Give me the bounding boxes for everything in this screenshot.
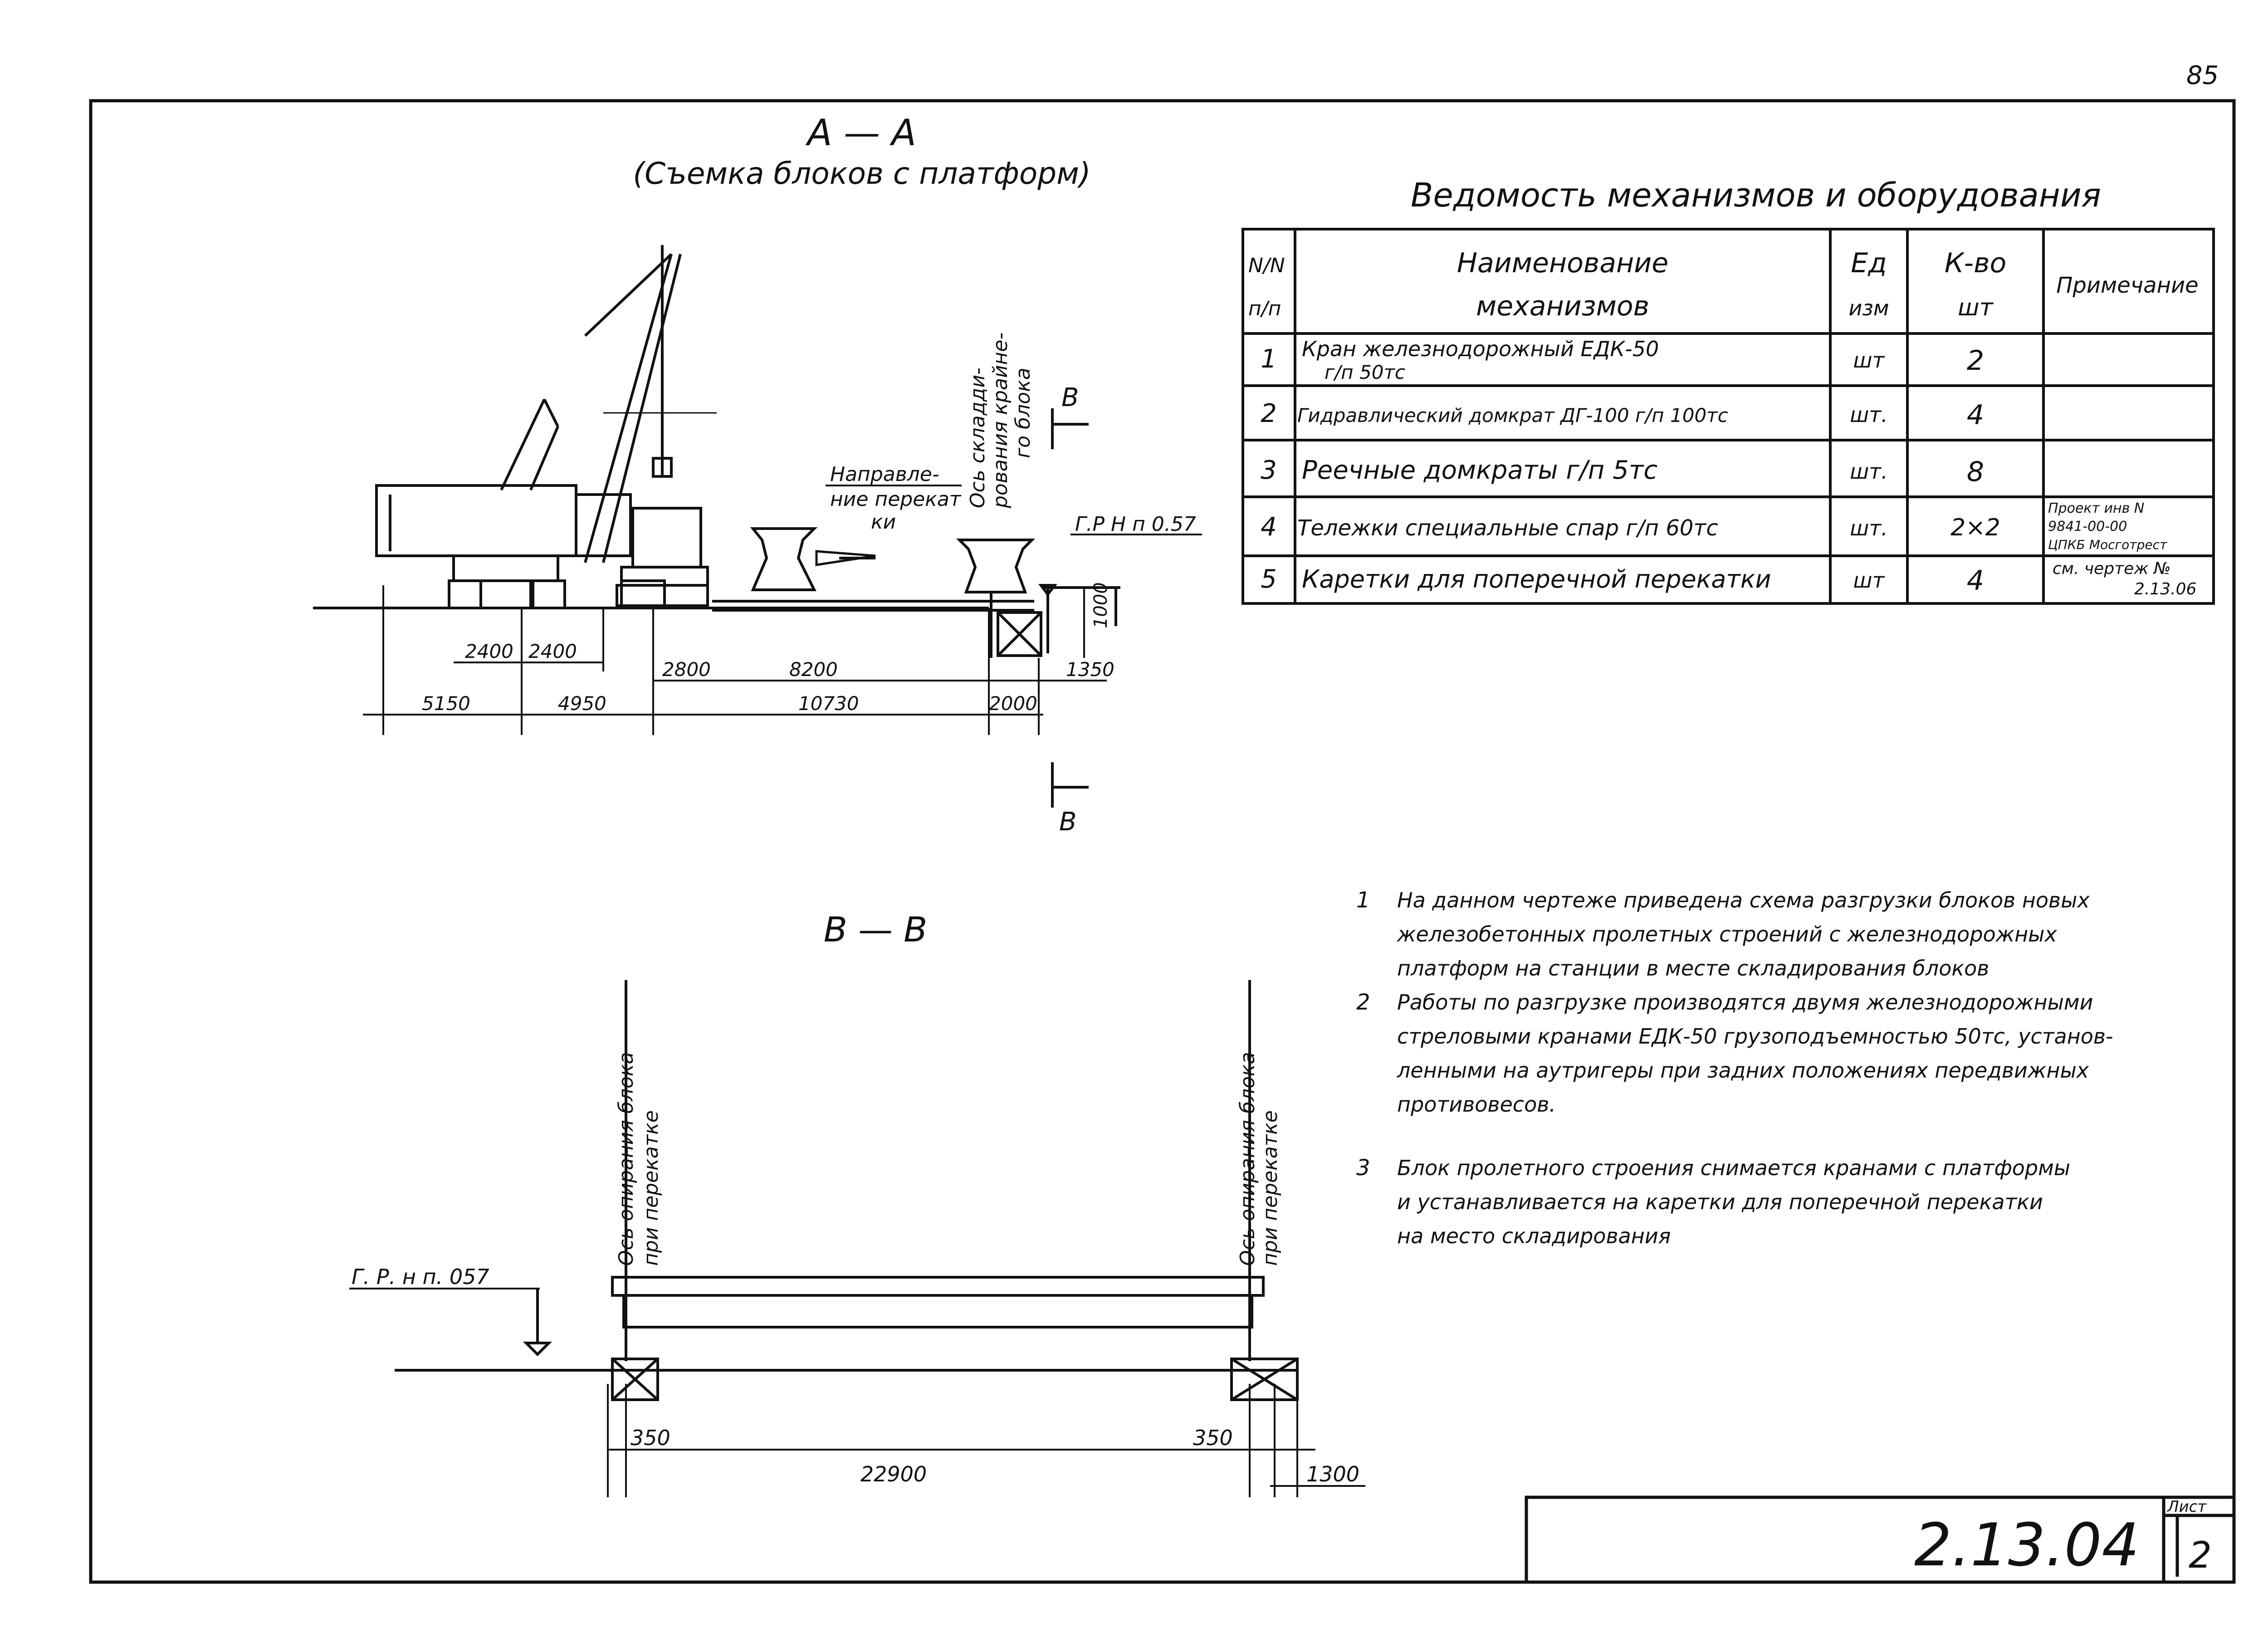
doc-number: 2.13.04 (1914, 1510, 2139, 1579)
railway-crane-drawing (375, 245, 709, 609)
dim-1350: 1350 (1066, 658, 1114, 681)
row-5-num: 5 (1261, 564, 1277, 594)
header-unit-1: Ед (1851, 247, 1887, 279)
section-bb-title: В — В (824, 909, 928, 950)
equipment-table: Ведомость механизмов и оборудования N/N … (1242, 176, 2215, 605)
direction-label-1: Направле- (830, 463, 939, 486)
axis-right-line-1: Ось опирания блока (1236, 1052, 1259, 1266)
row-3-qty: 8 (1967, 456, 1984, 488)
dim-22900: 22900 (860, 1462, 927, 1486)
section-aa-title: А — А (805, 112, 916, 154)
dim-2400-a: 2400 (465, 640, 513, 662)
row-2-num: 2 (1261, 399, 1277, 428)
row-3-name-1: Реечные домкраты г/п 5тс (1302, 456, 1657, 485)
dim-8200: 8200 (789, 658, 838, 681)
note-3-line-3: на место складирования (1397, 1224, 1671, 1248)
header-name-1: Наименование (1457, 247, 1668, 279)
track-and-ground (313, 584, 1120, 657)
row-3-num: 3 (1261, 456, 1277, 485)
row-5-note-2: 2.13.06 (2134, 580, 2196, 598)
title-block: 2.13.04 Лист 2 (1525, 1495, 2236, 1584)
row-5-note-1: см. чертеж № (2053, 559, 2171, 578)
dimension-lines-aa (363, 585, 1107, 735)
header-unit-2: изм (1848, 296, 1889, 320)
row-2-name-1: Гидравлический домкрат ДГ-100 г/п 100тс (1297, 404, 1728, 426)
notes: 1 На данном чертеже приведена схема разг… (1356, 887, 2113, 1248)
row-2-qty: 4 (1967, 399, 1984, 431)
dim-2800: 2800 (662, 658, 711, 681)
note-2-line-4: противовесов. (1397, 1092, 1556, 1117)
grade-label-aa: Г.Р Н п 0.57 (1075, 513, 1196, 536)
direction-label-3: ки (871, 510, 896, 534)
sheet-frame (89, 99, 2236, 1584)
header-note: Примечание (2056, 273, 2198, 298)
span-block-drawing (395, 980, 1299, 1401)
sheet-number: 2 (2189, 1534, 2212, 1576)
section-marks (1051, 408, 1089, 808)
dim-1300: 1300 (1306, 1462, 1359, 1486)
note-3-line-2: и устанавливается на каретки для попереч… (1397, 1190, 2043, 1214)
row-1-name-1: Кран железнодорожный ЕДК-50 (1302, 337, 1659, 361)
note-3-num: 3 (1356, 1155, 1370, 1181)
section-bb: В — В Ось опирания блока при перекатке О… (349, 909, 1365, 1497)
header-num-1: N/N (1248, 254, 1285, 277)
header-num-2: п/п (1248, 297, 1281, 320)
dim-5150: 5150 (422, 692, 470, 715)
note-1-line-1: На данном чертеже приведена схема разгру… (1397, 888, 2090, 912)
row-1-unit: шт (1853, 348, 1885, 373)
row-1-num: 1 (1261, 344, 1277, 374)
row-5-qty: 4 (1967, 565, 1984, 597)
row-4-qty: 2×2 (1950, 514, 2000, 541)
note-2-line-1: Работы по разгрузке производятся двумя ж… (1397, 990, 2093, 1015)
section-aa: А — А (Съемка блоков с платформ) (313, 112, 1202, 837)
note-1-line-3: платформ на станции в месте складировани… (1397, 956, 1989, 980)
section-mark-bottom: В (1059, 807, 1076, 837)
dim-4950: 4950 (558, 692, 606, 715)
row-3-unit: шт. (1850, 459, 1888, 484)
axis-left-line-2: при перекатке (640, 1110, 663, 1266)
row-4-note-1: Проект инв N (2048, 500, 2144, 516)
row-4-name-1: Тележки специальные спар г/п 60тс (1297, 515, 1718, 541)
dimension-lines-bb (607, 1384, 1365, 1497)
note-1-num: 1 (1356, 887, 1370, 913)
row-1-name-2: г/п 50тс (1325, 361, 1405, 383)
dim-1000: 1000 (1090, 582, 1111, 628)
section-mark-top: В (1061, 383, 1079, 412)
sheet-label: Лист (2166, 1498, 2207, 1516)
row-4-num: 4 (1261, 512, 1277, 542)
row-4-note-3: ЦПКБ Мосготрест (2048, 537, 2167, 552)
table-title: Ведомость механизмов и оборудования (1411, 176, 2101, 214)
header-qty-2: шт (1958, 294, 1994, 321)
row-1-qty: 2 (1967, 345, 1984, 377)
row-2-unit: шт. (1850, 402, 1888, 427)
section-aa-subtitle: (Съемка блоков с платформ) (633, 156, 1090, 191)
axis-label-3: го блока (1012, 368, 1035, 458)
note-2-line-3: ленными на аутригеры при задних положени… (1397, 1058, 2089, 1083)
transport-car-drawing (603, 412, 1036, 658)
row-5-unit: шт (1853, 568, 1885, 593)
dim-2400-b: 2400 (528, 640, 577, 662)
row-4-unit: шт. (1850, 516, 1888, 540)
row-4-note-2: 9841-00-00 (2048, 519, 2127, 534)
dim-350-b: 350 (1193, 1426, 1233, 1450)
axis-label-2: рования крайне- (989, 333, 1012, 509)
note-1-line-2: железобетонных пролетных строений с желе… (1397, 922, 2058, 946)
note-2-num: 2 (1356, 990, 1370, 1015)
dim-2000: 2000 (989, 692, 1037, 715)
note-3-line-1: Блок пролетного строения снимается крана… (1397, 1156, 2070, 1180)
dim-10730: 10730 (798, 692, 859, 715)
grade-label-bb: Г. Р. н п. 057 (352, 1265, 489, 1289)
page-number: 85 (2186, 61, 2219, 90)
direction-label-2: ние перекат (830, 488, 962, 511)
header-name-2: механизмов (1476, 290, 1649, 322)
header-qty-1: К-во (1945, 247, 2006, 279)
axis-right-line-2: при перекатке (1259, 1110, 1282, 1266)
note-2-line-2: стреловыми кранами ЕДК-50 грузоподъемнос… (1397, 1024, 2113, 1049)
row-5-name-1: Каретки для поперечной перекатки (1302, 565, 1771, 593)
dim-350-a: 350 (631, 1426, 670, 1450)
axis-label-1: Ось складди- (966, 368, 989, 508)
